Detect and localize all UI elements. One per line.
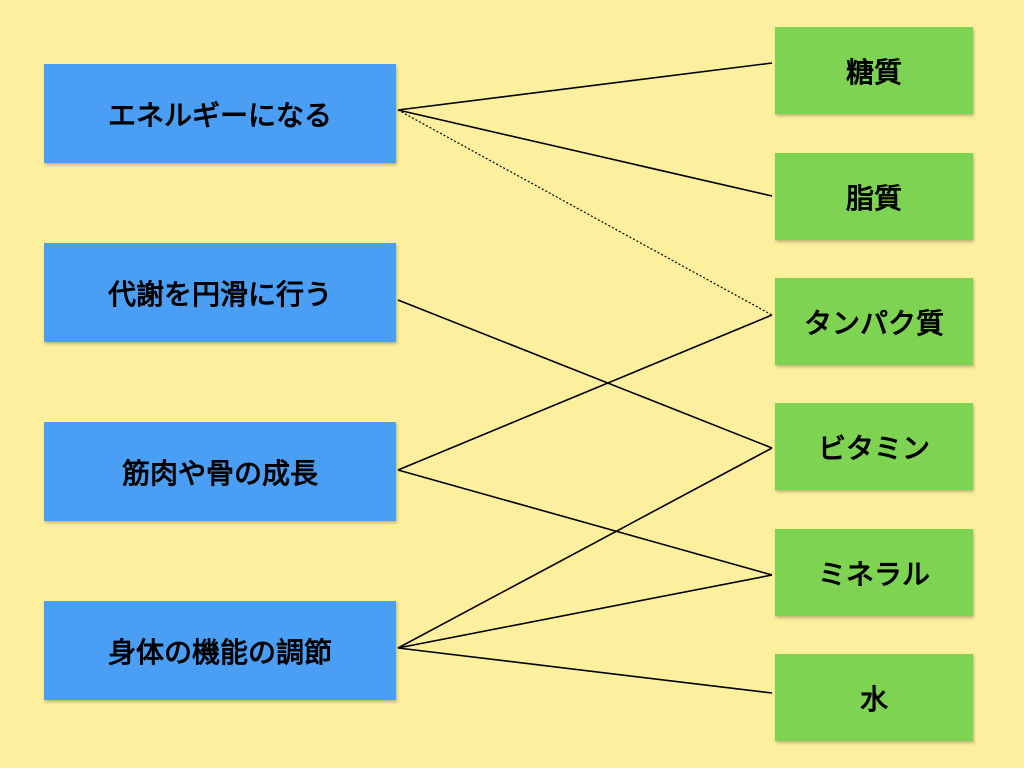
connector-line bbox=[397, 469, 773, 576]
left-item-regulation: 身体の機能の調節 bbox=[44, 601, 396, 700]
right-item-label: ミネラル bbox=[817, 557, 930, 591]
connector-line bbox=[397, 109, 773, 197]
right-item-vitamin: ビタミン bbox=[775, 403, 973, 490]
left-item-growth: 筋肉や骨の成長 bbox=[44, 422, 396, 521]
connector-line bbox=[397, 314, 773, 471]
right-item-mineral: ミネラル bbox=[775, 529, 973, 616]
right-item-fat: 脂質 bbox=[775, 153, 973, 240]
left-item-label: エネルギーになる bbox=[107, 98, 332, 132]
connector-line bbox=[397, 109, 773, 316]
right-item-protein: タンパク質 bbox=[775, 278, 973, 365]
left-item-metabolism: 代謝を円滑に行う bbox=[44, 243, 396, 342]
connector-line bbox=[397, 574, 773, 649]
right-item-label: タンパク質 bbox=[803, 306, 944, 340]
left-item-label: 身体の機能の調節 bbox=[107, 635, 332, 669]
right-item-carbohydrate: 糖質 bbox=[775, 27, 973, 114]
connector-line bbox=[397, 299, 773, 449]
right-item-label: 水 bbox=[859, 682, 888, 716]
right-item-water: 水 bbox=[775, 654, 973, 741]
connector-line bbox=[397, 62, 773, 111]
connector-line bbox=[397, 447, 773, 649]
right-item-label: 糖質 bbox=[845, 55, 902, 89]
right-item-label: ビタミン bbox=[817, 431, 930, 465]
connector-line bbox=[397, 647, 773, 694]
left-item-label: 代謝を円滑に行う bbox=[107, 277, 332, 311]
right-item-label: 脂質 bbox=[845, 181, 902, 215]
left-item-label: 筋肉や骨の成長 bbox=[121, 456, 318, 490]
left-item-energy: エネルギーになる bbox=[44, 64, 396, 163]
